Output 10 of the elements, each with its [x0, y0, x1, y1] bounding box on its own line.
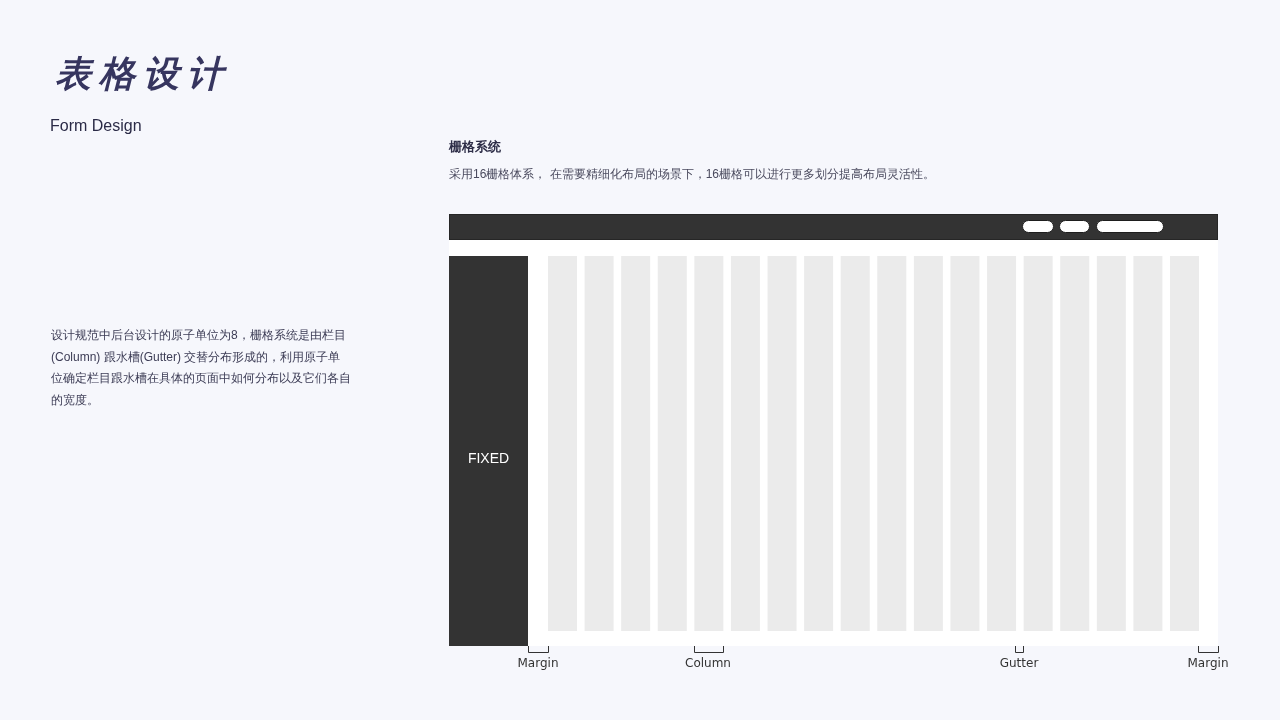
subtitle: Form Design: [50, 116, 142, 136]
dimension-label: Gutter: [999, 655, 1039, 671]
page-title: 表格设计: [55, 52, 231, 96]
section-heading: 栅格系统: [449, 138, 501, 156]
dimension-label: Column: [685, 655, 731, 671]
dimension-label: Margin: [517, 655, 559, 671]
body-paragraph: 设计规范中后台设计的原子单位为8，栅格系统是由栏目(Column) 跟水槽(Gutter) 交替分布形成的，利用原子单位确定栏目跟水槽在具体的页面中如何分布以及它们各自的宽度。: [51, 327, 351, 409]
sidebar-block: FIXED: [449, 256, 528, 646]
dimension-label: Margin: [1187, 655, 1229, 671]
description-text: 采用16栅格体系， 在需要精细化布局的场景下，16栅格可以进行更多划分提高布局灵活性。: [449, 166, 936, 182]
